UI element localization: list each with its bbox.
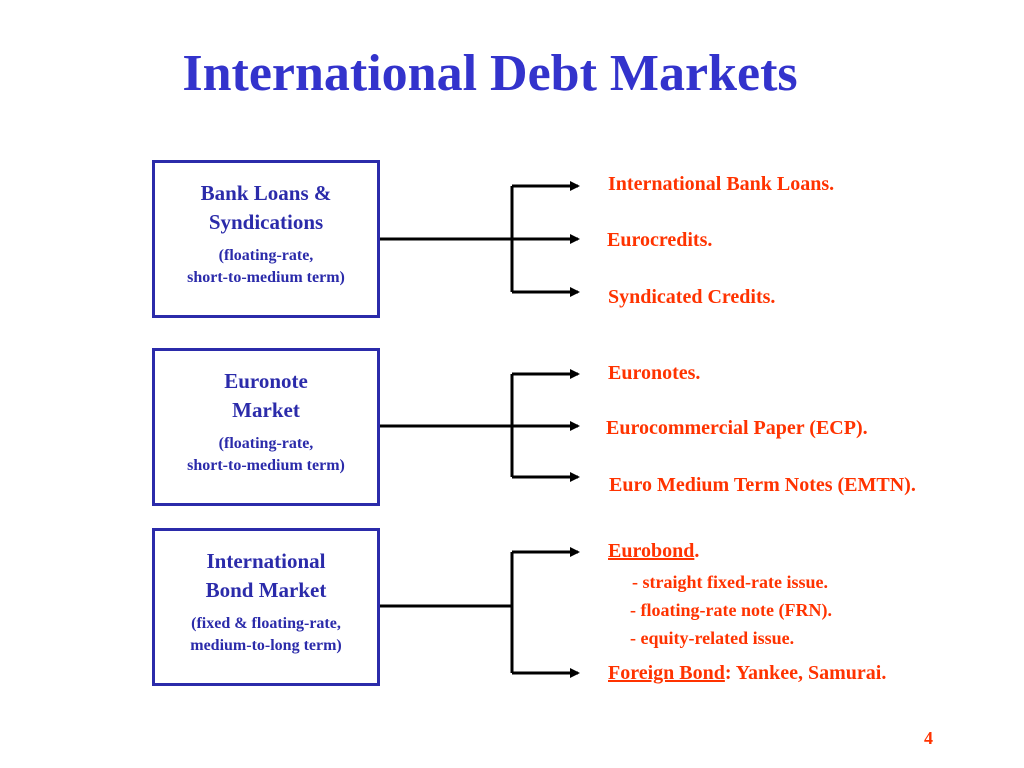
box-note-line2: short-to-medium term) <box>187 457 345 474</box>
eurobond-bullet: - straight fixed-rate issue. <box>632 572 828 592</box>
item-eurobond: Eurobond. <box>608 539 699 563</box>
item-syndicated-credits: Syndicated Credits. <box>608 286 776 308</box>
eurobond-suffix: . <box>694 540 700 562</box>
page-title: International Debt Markets <box>182 45 798 102</box>
item-euro-medium-term-notes: Euro Medium Term Notes (EMTN). <box>609 474 916 496</box>
eurobond-label: Eurobond <box>608 540 695 562</box>
foreign-bond-label: Foreign Bond <box>608 662 725 684</box>
box-note-line1: (fixed & floating-rate, <box>191 615 341 632</box>
box-heading-line1: Euronote <box>224 369 308 393</box>
eurobond-bullet: - equity-related issue. <box>630 628 795 648</box>
box-note-line2: medium-to-long term) <box>190 637 342 654</box>
euronote-market-box: Euronote Market (floating-rate, short-to… <box>152 348 380 506</box>
box-heading-line2: Syndications <box>208 210 324 234</box>
box-note-line1: (floating-rate, <box>218 435 314 452</box>
international-bond-market-box: International Bond Market (fixed & float… <box>152 528 380 686</box>
box-heading-line1: Bank Loans & <box>200 181 332 205</box>
item-eurocredits: Eurocredits. <box>607 229 713 251</box>
box-heading-line2: Market <box>232 398 300 422</box>
bank-loans-box: Bank Loans & Syndications (floating-rate… <box>152 160 380 318</box>
box-heading-line2: Bond Market <box>205 578 327 602</box>
box-note-line2: short-to-medium term) <box>187 269 345 286</box>
item-euronotes: Euronotes. <box>608 362 701 384</box>
item-foreign-bond: Foreign Bond: Yankee, Samurai. <box>608 661 886 685</box>
page-number: 4 <box>924 728 933 748</box>
item-international-bank-loans: International Bank Loans. <box>608 173 835 195</box>
item-eurocommercial-paper: Eurocommercial Paper (ECP). <box>606 417 868 439</box>
box-heading-line1: International <box>206 549 326 573</box>
box-note-line1: (floating-rate, <box>218 247 314 264</box>
eurobond-bullet: - floating-rate note (FRN). <box>630 600 832 620</box>
foreign-bond-suffix: : Yankee, Samurai. <box>724 662 887 684</box>
